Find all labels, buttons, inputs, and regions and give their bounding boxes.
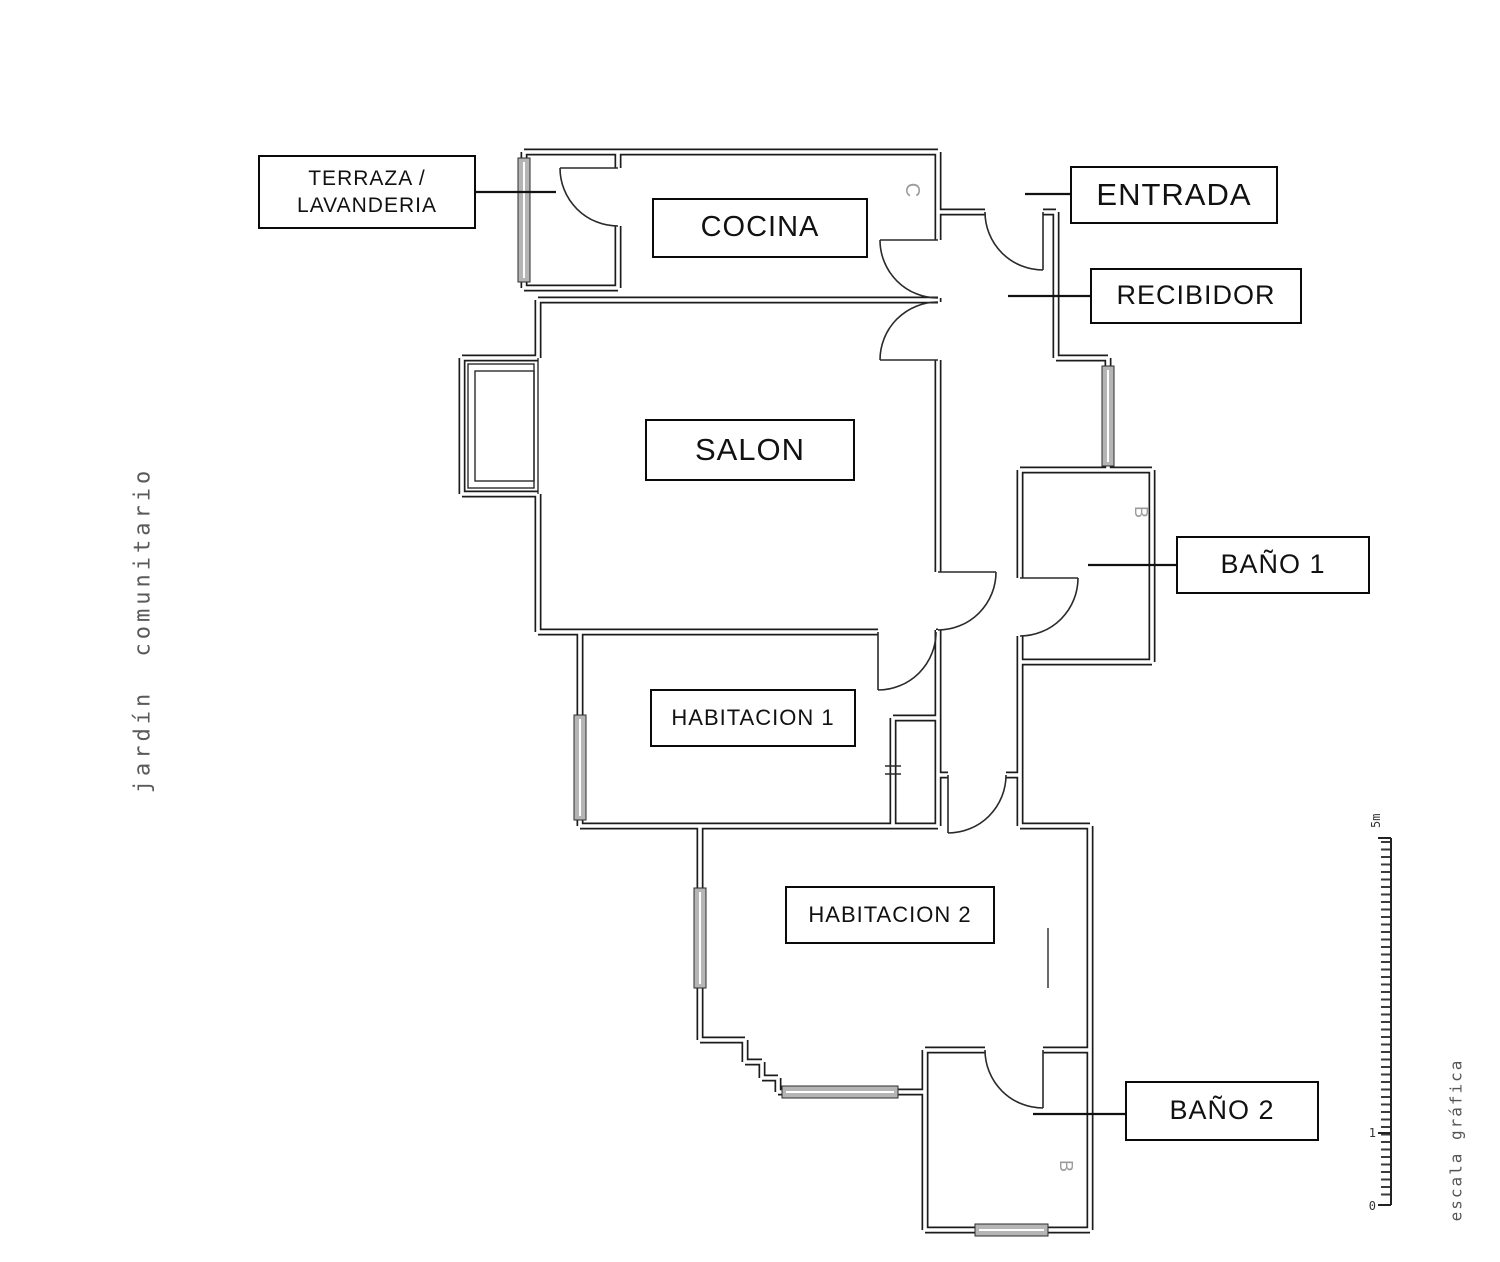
scale-zero-label: 0: [1369, 1199, 1376, 1213]
terraza-door: [559, 167, 619, 227]
bay-window: [467, 363, 535, 489]
kitchen-letter: C: [901, 183, 923, 197]
leader-lines: [476, 190, 1176, 1116]
bath1-letter: B: [1131, 506, 1151, 518]
entrada-door: [984, 211, 1044, 271]
terraza-label-line2: LAVANDERIA: [297, 194, 437, 217]
bath2-letter: B: [1056, 1160, 1076, 1172]
habitacion1-label: HABITACION 1: [671, 704, 835, 730]
door-arcs: [559, 167, 1079, 1109]
habitacion2-door: [947, 774, 1007, 834]
scale-one-label: 1: [1369, 1126, 1376, 1140]
bano2-door: [984, 1049, 1044, 1109]
room-label-salon: SALON: [645, 419, 855, 481]
room-label-bano1: BAÑO 1: [1176, 536, 1370, 594]
rotated-letters: C B B: [901, 183, 1151, 1172]
room-label-terraza: TERRAZA / LAVANDERIA: [258, 155, 476, 229]
room-label-cocina: COCINA: [652, 198, 868, 258]
hall-door: [937, 571, 997, 631]
interior-details: [537, 358, 1049, 988]
scale-top-label: 5m: [1369, 814, 1383, 828]
bano1-label: BAÑO 1: [1220, 549, 1326, 580]
salon-door: [879, 301, 939, 361]
habitacion2-label: HABITACION 2: [808, 901, 972, 927]
recibidor-label: RECIBIDOR: [1116, 280, 1276, 311]
room-label-entrada: ENTRADA: [1070, 166, 1278, 224]
terraza-label-line1: TERRAZA /: [308, 166, 426, 190]
room-label-habitacion2: HABITACION 2: [785, 886, 995, 944]
windows: [517, 157, 1115, 1237]
salon-label: SALON: [694, 431, 806, 467]
bano2-label: BAÑO 2: [1169, 1095, 1275, 1126]
room-label-recibidor: RECIBIDOR: [1090, 268, 1302, 324]
escala-grafica-text: escala gráfica: [1446, 1058, 1466, 1222]
window-midlines: [523, 162, 1109, 1231]
cocina-door: [879, 239, 939, 299]
bano1-door: [1019, 577, 1079, 637]
room-label-habitacion1: HABITACION 1: [650, 689, 856, 747]
cocina-label: COCINA: [700, 211, 820, 244]
jardin-comunitario-text: jardín comunitario: [130, 466, 156, 794]
room-label-bano2: BAÑO 2: [1125, 1081, 1319, 1141]
habitacion1-door: [877, 631, 937, 691]
entrada-label: ENTRADA: [1096, 176, 1252, 212]
scale-bar: 5m 1 0: [1369, 814, 1392, 1213]
